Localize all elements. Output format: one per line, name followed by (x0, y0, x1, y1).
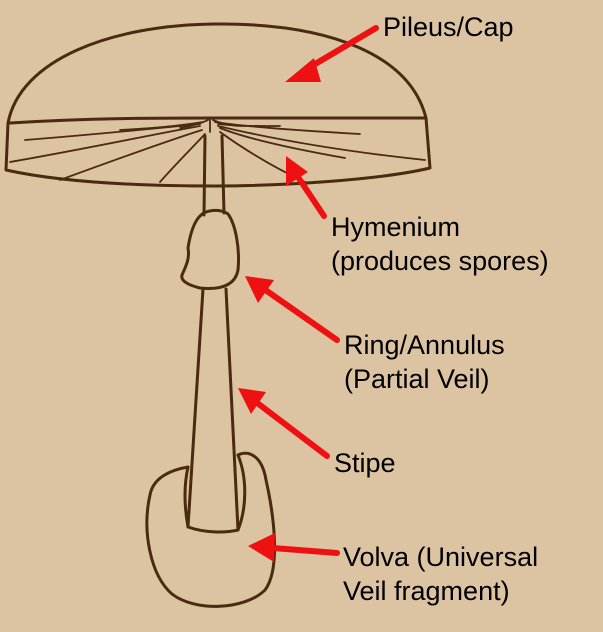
stipe-arrow-shaft (256, 402, 327, 456)
volva-outline (147, 453, 275, 606)
label-pileus-cap: Pileus/Cap (383, 10, 514, 44)
label-ring-line-2: (Partial Veil) (344, 362, 505, 396)
label-volva: Volva (Universal Veil fragment) (343, 540, 538, 608)
label-hymenium-line-2: (produces spores) (331, 244, 549, 278)
label-stipe: Stipe (334, 446, 396, 480)
stipe-lower (188, 289, 238, 530)
label-ring-annulus: Ring/Annulus (Partial Veil) (344, 328, 505, 396)
label-cap-line-1: Pileus/Cap (383, 10, 514, 44)
ring-arrow-shaft (264, 289, 337, 340)
label-volva-line-2: Veil fragment) (343, 574, 538, 608)
gills (10, 118, 425, 182)
volva-arrow-shaft (273, 548, 337, 553)
hymenium-arrow-shaft (296, 174, 324, 216)
label-hymenium: Hymenium (produces spores) (331, 210, 549, 278)
volva-arrowhead-icon (248, 533, 275, 562)
cap-outline (6, 24, 430, 186)
stipe-upper (204, 136, 224, 215)
label-volva-line-1: Volva (Universal (343, 540, 538, 574)
label-hymenium-line-1: Hymenium (331, 210, 549, 244)
label-ring-line-1: Ring/Annulus (344, 328, 505, 362)
ring-annulus (182, 210, 239, 288)
label-stipe-line-1: Stipe (334, 446, 396, 480)
